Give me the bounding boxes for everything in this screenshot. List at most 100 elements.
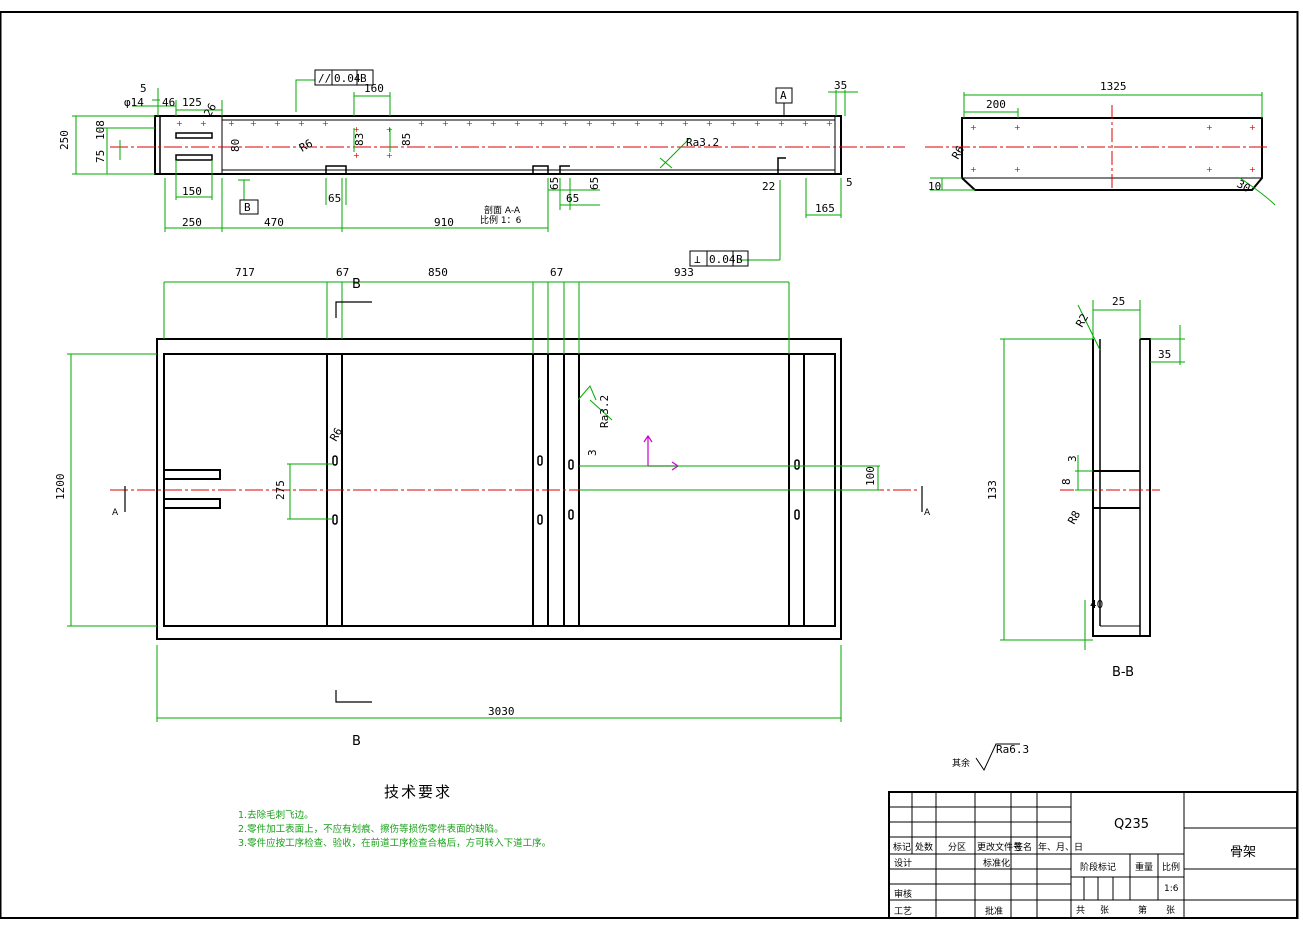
svg-text:5: 5 bbox=[846, 176, 853, 189]
svg-text:+: + bbox=[970, 123, 977, 132]
svg-text:+: + bbox=[1014, 123, 1021, 132]
svg-text:250: 250 bbox=[58, 130, 71, 150]
datum-a-label: A bbox=[780, 89, 787, 102]
svg-text:+: + bbox=[514, 119, 521, 128]
svg-text:Ra6.3: Ra6.3 bbox=[996, 743, 1029, 756]
svg-text:0.04: 0.04 bbox=[334, 72, 361, 85]
section-label: 剖面 A-A bbox=[484, 204, 521, 216]
svg-text:+: + bbox=[200, 119, 207, 128]
svg-text:3030: 3030 bbox=[488, 705, 515, 718]
svg-text:+: + bbox=[730, 119, 737, 128]
svg-text:165: 165 bbox=[815, 202, 835, 215]
roughness-rest: 其余 Ra6.3 bbox=[952, 743, 1029, 772]
svg-text:+: + bbox=[586, 119, 593, 128]
svg-text:8: 8 bbox=[1060, 478, 1073, 485]
svg-text:65: 65 bbox=[588, 177, 601, 190]
svg-text:Ra3.2: Ra3.2 bbox=[598, 395, 611, 428]
tech-req-line-2: 2.零件加工表面上，不应有划痕、擦伤等损伤零件表面的缺陷。 bbox=[238, 823, 504, 835]
svg-text:其余: 其余 bbox=[952, 757, 970, 769]
svg-text:5: 5 bbox=[140, 82, 147, 95]
svg-text:B: B bbox=[736, 253, 743, 266]
svg-text:⊥: ⊥ bbox=[694, 253, 701, 266]
svg-text:+: + bbox=[274, 119, 281, 128]
svg-text:46: 46 bbox=[162, 96, 175, 109]
svg-text:+: + bbox=[682, 119, 689, 128]
svg-text:设计: 设计 bbox=[894, 857, 912, 869]
svg-text:B: B bbox=[352, 277, 361, 292]
svg-text:+: + bbox=[610, 119, 617, 128]
tech-req-line-1: 1.去除毛刺飞边。 bbox=[238, 809, 314, 821]
svg-text:+: + bbox=[802, 119, 809, 128]
svg-text:67: 67 bbox=[550, 266, 563, 279]
svg-text:+: + bbox=[1249, 123, 1256, 132]
svg-text:R6: R6 bbox=[327, 426, 345, 444]
svg-text:65: 65 bbox=[548, 177, 561, 190]
drawing-border bbox=[0, 11, 1299, 919]
datum-b-label: B bbox=[244, 201, 251, 214]
svg-text:75: 75 bbox=[94, 150, 107, 163]
svg-text:R6: R6 bbox=[297, 137, 315, 155]
svg-text:φ14: φ14 bbox=[124, 96, 144, 109]
svg-text:108: 108 bbox=[94, 120, 107, 140]
title-block: 标记 处数 分区 更改文件号 签名 年、月、日 设计 标准化 审核 工艺 批准 … bbox=[888, 791, 1298, 919]
svg-text:40: 40 bbox=[1090, 598, 1103, 611]
tolerance-frame-parallel: // 0.04 B bbox=[314, 69, 374, 86]
svg-text:22: 22 bbox=[762, 180, 775, 193]
svg-text:R2: R2 bbox=[1073, 312, 1091, 330]
svg-text:717: 717 bbox=[235, 266, 255, 279]
tech-req-title: 技术要求 bbox=[384, 783, 452, 801]
svg-text:65: 65 bbox=[566, 192, 579, 205]
svg-text:+: + bbox=[970, 165, 977, 174]
plan-view: 717 67 850 67 933 1200 275 100 3030 B B … bbox=[54, 266, 931, 749]
svg-text:160: 160 bbox=[364, 82, 384, 95]
svg-text:B: B bbox=[360, 72, 367, 85]
svg-text:1325: 1325 bbox=[1100, 80, 1127, 93]
svg-text:+: + bbox=[562, 119, 569, 128]
svg-text:1:6: 1:6 bbox=[1164, 884, 1179, 894]
svg-text:A: A bbox=[924, 508, 931, 518]
svg-text:签名: 签名 bbox=[1014, 841, 1032, 853]
svg-text:200: 200 bbox=[986, 98, 1006, 111]
svg-text:阶段标记: 阶段标记 bbox=[1080, 861, 1116, 873]
svg-text:65: 65 bbox=[328, 192, 341, 205]
svg-text:+: + bbox=[490, 119, 497, 128]
svg-text:标准化: 标准化 bbox=[983, 857, 1010, 869]
svg-text:+: + bbox=[1014, 165, 1021, 174]
svg-text:+: + bbox=[538, 119, 545, 128]
svg-text://: // bbox=[318, 72, 331, 85]
svg-text:分区: 分区 bbox=[948, 842, 966, 853]
svg-text:125: 125 bbox=[182, 96, 202, 109]
svg-text:比例: 比例 bbox=[1162, 861, 1180, 873]
svg-text:1200: 1200 bbox=[54, 474, 67, 501]
svg-text:工艺: 工艺 bbox=[894, 906, 912, 917]
svg-text:+: + bbox=[228, 119, 235, 128]
svg-text:+: + bbox=[386, 151, 393, 160]
svg-text:共: 共 bbox=[1076, 905, 1085, 916]
svg-text:+: + bbox=[754, 119, 761, 128]
svg-text:审核: 审核 bbox=[894, 888, 912, 900]
svg-text:+: + bbox=[442, 119, 449, 128]
svg-text:0.04: 0.04 bbox=[709, 253, 736, 266]
svg-text:重量: 重量 bbox=[1135, 861, 1153, 873]
tech-req-line-3: 3.零件应按工序检查、验收，在前道工序检查合格后，方可转入下道工序。 bbox=[238, 837, 551, 849]
svg-text:年、月、日: 年、月、日 bbox=[1038, 841, 1083, 853]
svg-text:933: 933 bbox=[674, 266, 694, 279]
svg-text:+: + bbox=[1249, 165, 1256, 174]
svg-text:100: 100 bbox=[864, 466, 877, 486]
svg-text:133: 133 bbox=[986, 480, 999, 500]
svg-text:10: 10 bbox=[928, 180, 941, 193]
svg-text:Ra3.2: Ra3.2 bbox=[686, 136, 719, 149]
svg-text:30: 30 bbox=[1235, 177, 1253, 195]
svg-text:更改文件号: 更改文件号 bbox=[977, 841, 1022, 853]
svg-text:+: + bbox=[298, 119, 305, 128]
svg-text:67: 67 bbox=[336, 266, 349, 279]
svg-text:批准: 批准 bbox=[985, 905, 1003, 917]
tolerance-frame-perpendicular: ⊥ 0.04 B bbox=[689, 250, 749, 267]
svg-text:+: + bbox=[176, 119, 183, 128]
section-bb-label: B-B bbox=[1112, 665, 1134, 680]
scale-label: 比例 1：6 bbox=[480, 214, 522, 226]
svg-text:张: 张 bbox=[1100, 905, 1109, 916]
svg-text:910: 910 bbox=[434, 216, 454, 229]
svg-text:+: + bbox=[466, 119, 473, 128]
